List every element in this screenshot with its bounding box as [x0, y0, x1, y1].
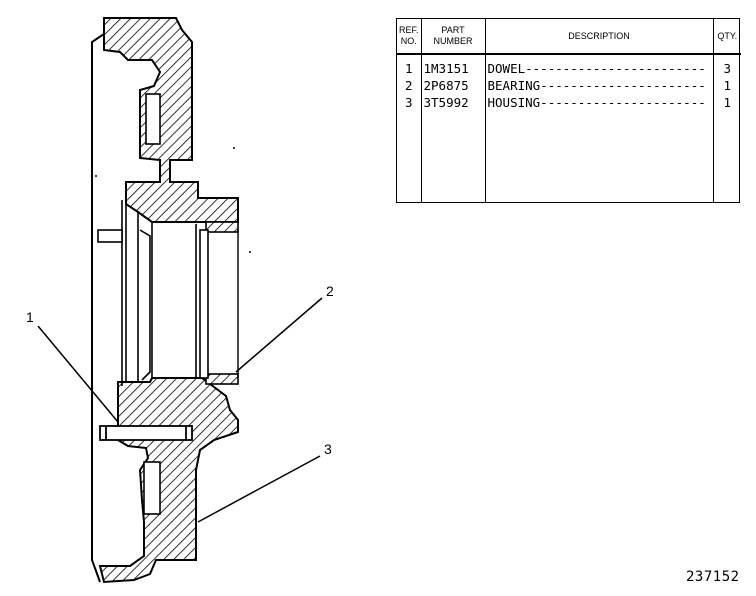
table-row: 1 1M3151 DOWEL------------------------ 3	[397, 54, 741, 77]
row-qty: 3	[723, 61, 732, 76]
housing-outline	[91, 18, 105, 583]
leader-lines	[37, 297, 323, 523]
row-qty: 1	[723, 78, 732, 93]
row-part-number: 3T5992	[421, 94, 486, 111]
row-description: DOWEL------------------------	[485, 54, 714, 77]
callout-2: 2	[326, 283, 334, 299]
row-ref: 1	[397, 54, 422, 77]
housing-section	[98, 17, 239, 584]
lower-pocket	[143, 461, 161, 515]
header-part-number: PART NUMBER	[421, 19, 486, 55]
leader-line-1	[37, 325, 119, 423]
row-description: BEARING----------------------	[485, 77, 714, 94]
table-row: 2 2P6875 BEARING---------------------- 1	[397, 77, 741, 94]
header-qty: QTY.	[713, 19, 741, 55]
row-ref: 3	[397, 94, 422, 111]
callout-3: 3	[324, 441, 332, 457]
parts-table: REF. NO. PART NUMBER DESCRIPTION QTY. 1 …	[396, 18, 741, 203]
upper-pocket	[145, 93, 161, 145]
header-description: DESCRIPTION	[485, 19, 714, 55]
leader-line-2	[235, 297, 323, 373]
row-part-number: 1M3151	[421, 54, 486, 77]
row-description: HOUSING----------------------	[485, 94, 714, 111]
callout-1: 1	[26, 309, 34, 325]
upper-pin	[97, 229, 123, 243]
table-row: 3 3T5992 HOUSING---------------------- 1	[397, 94, 741, 111]
scan-specks	[95, 147, 251, 253]
leader-line-3	[197, 455, 321, 523]
bearing-sleeve	[199, 221, 239, 385]
header-ref-no: REF. NO.	[397, 19, 422, 55]
table-filler-row	[397, 111, 741, 202]
row-part-number: 2P6875	[421, 77, 486, 94]
bore-lines	[121, 200, 197, 386]
document-number: 237152	[686, 569, 740, 585]
dowel	[99, 425, 193, 441]
row-qty: 1	[723, 95, 732, 110]
row-ref: 2	[397, 77, 422, 94]
